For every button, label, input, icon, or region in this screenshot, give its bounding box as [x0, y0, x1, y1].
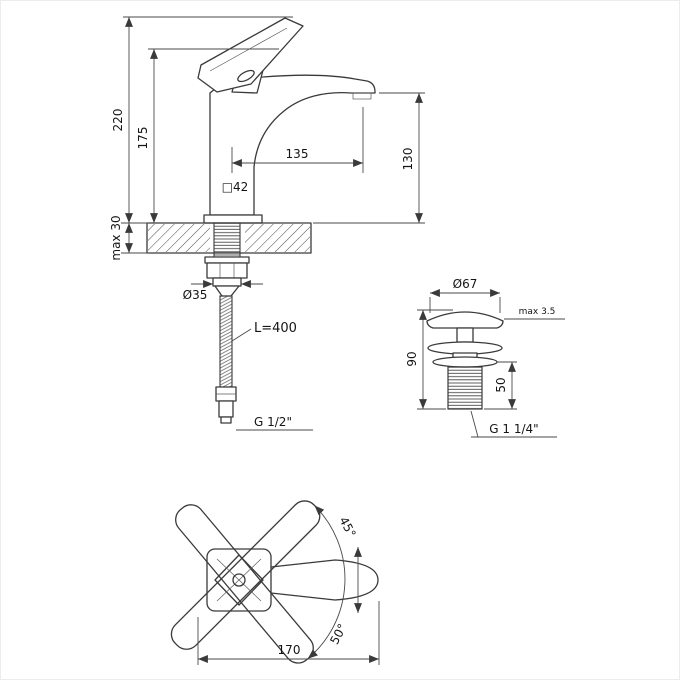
lever-handle — [197, 17, 304, 93]
deck-hatch-left — [148, 224, 210, 252]
washer — [204, 256, 250, 264]
dim-label-square42: □42 — [222, 180, 249, 194]
hose-end-cap — [220, 416, 232, 424]
dim-label-50: 50 — [494, 377, 508, 392]
dim-label-max35: max 3.5 — [519, 307, 556, 317]
body-center-detail — [232, 573, 246, 587]
lever-detail-line — [209, 27, 288, 72]
body-cartridge-diamond — [214, 554, 264, 606]
dim-label-d35: Ø35 — [183, 288, 208, 302]
dim-label-90: 90 — [405, 351, 419, 366]
leader-hose-length — [231, 328, 252, 342]
mounting-nut — [206, 262, 248, 279]
flexible-hose — [219, 295, 233, 388]
aerator — [352, 92, 372, 100]
faucet-base-flange — [203, 214, 263, 224]
leader-thread-g114-diag — [470, 410, 479, 438]
dim-label-45deg: 45° — [336, 514, 358, 539]
dim-label-d67: Ø67 — [453, 277, 478, 291]
deck-hatch-right — [245, 224, 310, 252]
faucet-body-spout — [209, 74, 376, 216]
dim-label-220: 220 — [111, 109, 125, 132]
lever-pivot-detail — [237, 69, 255, 83]
dim-label-thread-g12: G 1/2" — [254, 415, 292, 429]
dim-label-175: 175 — [136, 127, 150, 150]
faucet-top-view: 45° 50° 170 — [170, 500, 380, 665]
waste-threaded-body — [447, 366, 483, 410]
dim-label-50deg: 50° — [327, 621, 349, 646]
dim-label-170: 170 — [278, 643, 301, 657]
faucet-side-view: 220 175 135 130 □42 max 30 Ø35 L=400 G 1… — [109, 16, 425, 431]
dim-label-thread-g114: G 1 1/4" — [489, 422, 538, 436]
dim-label-135: 135 — [286, 147, 309, 161]
waste-cap — [426, 311, 504, 329]
shank-stub — [212, 277, 242, 287]
dim-label-max30: max 30 — [109, 215, 123, 260]
dim-label-hose-length: L=400 — [254, 321, 297, 336]
handle-outline-up — [170, 500, 321, 650]
waste-stem — [456, 327, 474, 343]
waste-valve-view: Ø67 max 3.5 90 50 G 1 1/4" — [405, 277, 565, 438]
spout-top-view — [270, 559, 379, 601]
hose-taper — [214, 285, 240, 297]
waste-flange-lower — [432, 356, 498, 368]
dim-label-130: 130 — [401, 148, 415, 171]
body-top-view — [206, 548, 272, 612]
rotation-arc — [307, 505, 346, 660]
body-cross-line — [216, 558, 262, 602]
hose-connector — [218, 400, 234, 418]
waste-flange-upper — [427, 341, 503, 355]
threaded-shank — [213, 222, 241, 258]
